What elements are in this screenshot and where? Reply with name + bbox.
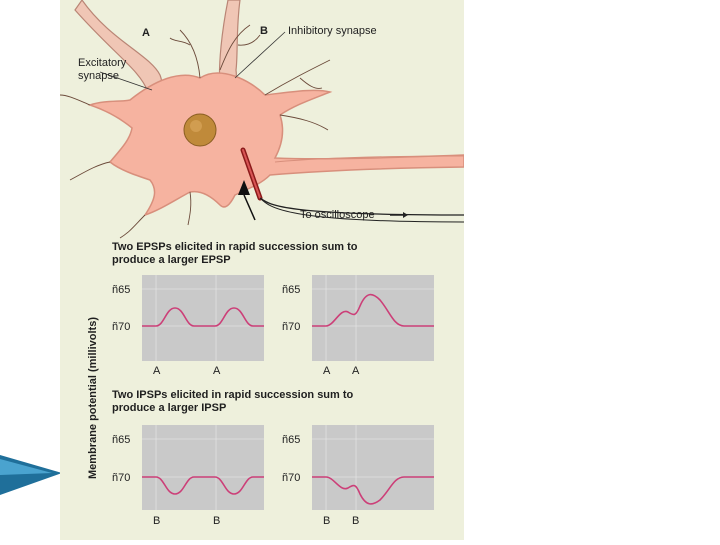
ipsp-right-y-bottom: ñ70 <box>282 472 300 484</box>
label-a: A <box>142 27 150 39</box>
epsp-right-mark-1: A <box>323 365 331 377</box>
neuron-diagram: A B Inhibitory synapse Excitatory synaps… <box>59 0 465 527</box>
ipsp-graph-left: ñ65 ñ70 B B <box>112 425 264 527</box>
epsp-right-y-bottom: ñ70 <box>282 321 300 333</box>
inhibitory-synapse-label: Inhibitory synapse <box>288 25 377 37</box>
epsp-graph-left: ñ65 ñ70 A A <box>112 275 264 377</box>
ipsp-right-mark-2: B <box>352 515 359 527</box>
y-axis-label: Membrane potential (millivolts) <box>87 317 99 479</box>
ipsp-left-mark-1: B <box>153 515 160 527</box>
neuron-illustration <box>59 0 465 239</box>
epsp-caption-line1: Two EPSPs elicited in rapid succession s… <box>112 241 358 253</box>
ipsp-caption-line2: produce a larger IPSP <box>112 402 226 414</box>
ipsp-graph-right: ñ65 ñ70 B B <box>282 425 434 527</box>
ipsp-left-y-bottom: ñ70 <box>112 472 130 484</box>
oscilloscope-label: To oscilloscope <box>300 209 375 221</box>
epsp-left-y-bottom: ñ70 <box>112 321 130 333</box>
ipsp-caption-line1: Two IPSPs elicited in rapid succession s… <box>112 389 354 401</box>
epsp-caption-line2: produce a larger EPSP <box>112 254 231 266</box>
ipsp-right-y-top: ñ65 <box>282 434 300 446</box>
epsp-left-mark-1: A <box>153 365 161 377</box>
epsp-left-y-top: ñ65 <box>112 284 130 296</box>
label-b: B <box>260 25 268 37</box>
excitatory-synapse-label-1: Excitatory <box>78 57 127 69</box>
slide-accent-arrow <box>0 455 62 500</box>
epsp-right-y-top: ñ65 <box>282 284 300 296</box>
epsp-left-mark-2: A <box>213 365 221 377</box>
ipsp-right-mark-1: B <box>323 515 330 527</box>
figure-panel: A B Inhibitory synapse Excitatory synaps… <box>59 0 465 540</box>
excitatory-synapse-label-2: synapse <box>78 70 119 82</box>
epsp-right-mark-2: A <box>352 365 360 377</box>
ipsp-left-y-top: ñ65 <box>112 434 130 446</box>
ipsp-left-mark-2: B <box>213 515 220 527</box>
epsp-graph-right: ñ65 ñ70 A A <box>282 275 434 377</box>
